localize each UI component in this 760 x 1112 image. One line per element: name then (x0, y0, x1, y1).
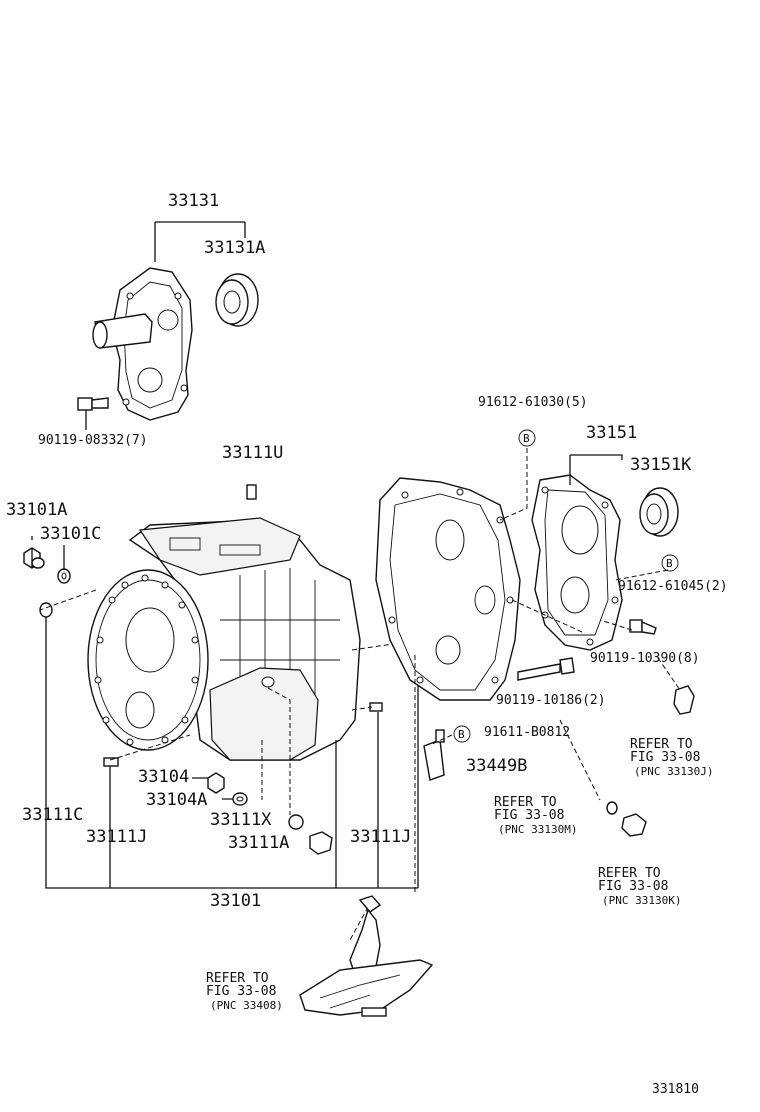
label-33111A: 33111A (228, 833, 289, 853)
plug-ref-33130J-illustration (673, 685, 695, 715)
label-33111U: 33111U (222, 443, 283, 463)
leader-33101-bracket (45, 617, 418, 889)
ref-33130J-line3: (PNC 33130J) (634, 765, 713, 778)
ref-33130M-line1: REFER TO (494, 795, 557, 810)
oil-seal-33131A-illustration (215, 273, 259, 327)
ref-note-33130J: REFER TO FIG 33-08 (PNC 33130J) (630, 737, 713, 778)
part-number-labels: 33131 33131A 90119-08332(7) 33111U 33101… (6, 191, 728, 911)
plug-ref-33130K-illustration (621, 813, 647, 837)
bolt-90119-08332-illustration (77, 397, 109, 411)
ref-33130J-line2: FIG 33-08 (630, 750, 700, 765)
pin-33111J-left-illustration (103, 757, 119, 767)
leader-33104 (192, 777, 233, 800)
label-33131: 33131 (168, 191, 219, 211)
oil-seal-33151K-illustration (639, 487, 679, 537)
oring-ref-33130M-illustration (606, 801, 618, 815)
label-33151K: 33151K (630, 455, 692, 475)
nut-33101A-illustration (23, 547, 45, 569)
ref-33130K-line3: (PNC 33130K) (602, 894, 681, 907)
label-33449B: 33449B (466, 756, 527, 776)
plug-33111C-illustration (39, 602, 53, 618)
label-33101: 33101 (210, 891, 261, 911)
ref-33130M-line2: FIG 33-08 (494, 808, 564, 823)
label-33101C: 33101C (40, 524, 101, 544)
leader-91612-61030 (499, 448, 528, 521)
label-91612-61030: 91612-61030(5) (478, 395, 588, 410)
ref-33408-line2: FIG 33-08 (206, 984, 276, 999)
leader-33131 (154, 221, 246, 262)
label-90119-08332: 90119-08332(7) (38, 433, 148, 448)
ref-33130M-line3: (PNC 33130M) (498, 823, 577, 836)
label-33101A: 33101A (6, 500, 67, 520)
transmission-case-33101-illustration (87, 517, 361, 761)
plug-33111A-illustration (309, 831, 333, 855)
ref-note-33130K: REFER TO FIG 33-08 (PNC 33130K) (598, 866, 681, 907)
protector-33408-illustration (299, 895, 434, 1017)
label-33104A: 33104A (146, 790, 207, 810)
extension-33151-illustration (531, 474, 623, 651)
label-33151: 33151 (586, 423, 637, 443)
pin-33111U-illustration (246, 484, 257, 500)
b-markers: B B B (453, 429, 679, 743)
bolt-90119-10186-illustration (517, 657, 575, 681)
label-90119-10186: 90119-10186(2) (496, 693, 606, 708)
label-33111X: 33111X (210, 810, 272, 830)
assembly-dashes-right (349, 569, 681, 941)
oring-33111X-illustration (288, 814, 304, 830)
b-marker-1: B (523, 432, 530, 445)
ref-33408-line1: REFER TO (206, 971, 269, 986)
label-91611-B0812: 91611-B0812 (484, 725, 570, 740)
rear-cover-33131-illustration (92, 267, 193, 421)
ref-33130K-line1: REFER TO (598, 866, 661, 881)
label-33104: 33104 (138, 767, 189, 787)
label-90119-10390: 90119-10390(8) (590, 651, 700, 666)
label-33111C: 33111C (22, 805, 83, 825)
leader-33151 (569, 454, 623, 485)
ref-33408-line3: (PNC 33408) (210, 999, 283, 1012)
washer-33104A-illustration (232, 792, 248, 806)
figure-code: 331810 (652, 1082, 699, 1097)
assembly-dashes-left (39, 589, 421, 815)
washer-33101C-illustration (57, 568, 71, 584)
b-marker-2: B (666, 557, 673, 570)
sensor-33449B-illustration (423, 729, 445, 781)
leader-33111J-right (377, 660, 419, 888)
extension-housing-illustration (375, 477, 521, 701)
ref-33130J-line1: REFER TO (630, 737, 693, 752)
b-marker-3: B (458, 728, 465, 741)
bolt-90119-10390-illustration (629, 619, 657, 635)
label-91612-61045: 91612-61045(2) (618, 579, 728, 594)
ref-note-33130M: REFER TO FIG 33-08 (PNC 33130M) (494, 795, 577, 836)
label-33131A: 33131A (204, 238, 265, 258)
ref-note-33408: REFER TO FIG 33-08 (PNC 33408) (206, 971, 283, 1012)
ref-33130K-line2: FIG 33-08 (598, 879, 668, 894)
nut-33104-illustration (207, 772, 225, 794)
label-33111J-right: 33111J (350, 827, 411, 847)
label-33111J-left: 33111J (86, 827, 147, 847)
